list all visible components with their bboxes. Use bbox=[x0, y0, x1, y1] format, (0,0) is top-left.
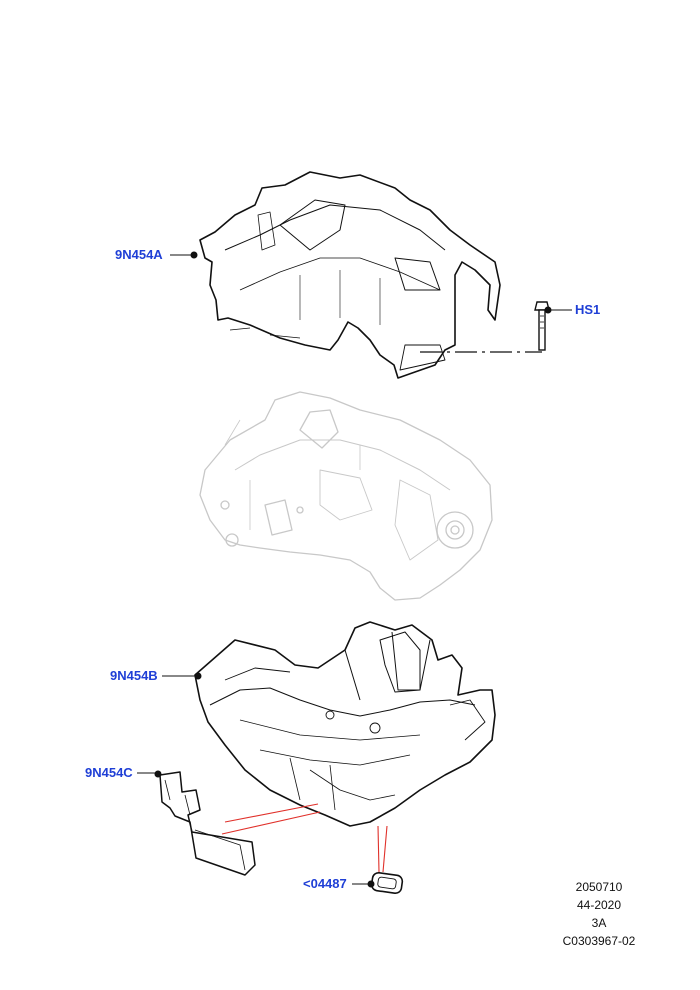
lower-undertray[interactable] bbox=[194, 621, 496, 827]
reference-code-3: 3A bbox=[591, 916, 607, 930]
reference-code-2: 44-2020 bbox=[576, 898, 622, 912]
callout-hs1[interactable]: HS1 bbox=[575, 302, 601, 317]
reference-block: 2050710 44-2020 3A C0303967-02 bbox=[540, 878, 658, 950]
callout-9n454c[interactable]: 9N454C bbox=[85, 765, 133, 780]
callout-9n454b[interactable]: 9N454B bbox=[110, 668, 158, 683]
callout-9n454a[interactable]: 9N454A bbox=[115, 247, 163, 262]
location-leaders bbox=[221, 803, 388, 873]
fastener-04487[interactable] bbox=[370, 871, 404, 895]
callout-04487[interactable]: <04487 bbox=[303, 876, 347, 891]
callout-leaders bbox=[137, 251, 572, 888]
reference-code-1: 2050710 bbox=[575, 880, 623, 894]
transmission-ghost bbox=[199, 391, 493, 601]
reference-code-4: C0303967-02 bbox=[562, 934, 636, 948]
upper-engine-cover[interactable] bbox=[199, 171, 501, 379]
bracket-9n454c[interactable] bbox=[159, 771, 256, 876]
